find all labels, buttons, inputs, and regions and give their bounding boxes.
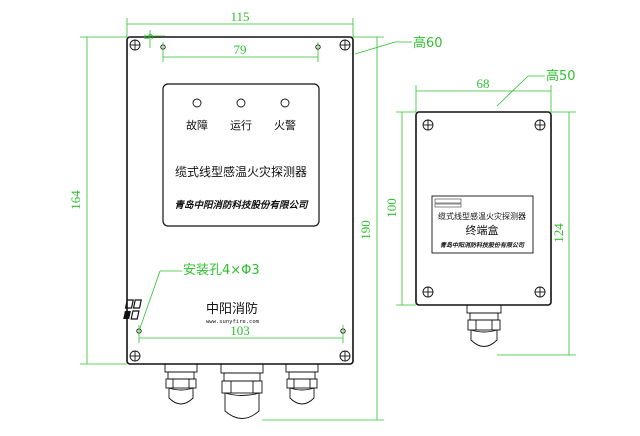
logo-text: 中阳消防 <box>206 301 258 317</box>
terminal-label-plate <box>431 195 534 254</box>
dim-terminal-height-left: 100 <box>384 198 399 218</box>
corner-screw-icon <box>534 119 546 131</box>
product-name: 缆式线型感温火灾探测器 <box>175 164 307 179</box>
company-logo-icon <box>123 299 142 320</box>
main-detector: 故障 运行 火警 缆式线型感温火灾探测器 青岛中阳消防科技股份有限公司 中阳消防… <box>123 36 354 419</box>
dim-main-width: 115 <box>230 9 249 24</box>
website: www.sunyfire.com <box>206 319 260 325</box>
fire-led-icon <box>280 98 290 108</box>
fault-led-icon <box>192 98 202 108</box>
main-dimensions: 115 5 79 164 190 高60 103 安装孔4×Φ3 <box>68 9 443 421</box>
corner-screw-icon <box>129 350 141 362</box>
corner-screw-icon <box>422 286 434 298</box>
corner-screw-icon <box>129 39 141 51</box>
indicator-label-fire: 火警 <box>274 118 296 132</box>
terminal-title: 缆式线型感温火灾探测器 <box>438 211 526 221</box>
front-panel <box>162 83 320 227</box>
terminal-enclosure <box>415 111 552 306</box>
terminal-subtitle: 终端盒 <box>466 223 499 237</box>
dim-height-label: 高60 <box>413 35 443 51</box>
cable-gland-icon <box>466 304 502 347</box>
dim-mount-hole-label: 安装孔4×Φ3 <box>183 263 260 278</box>
indicator-label-fault: 故障 <box>186 118 208 132</box>
cable-gland-icon <box>164 363 198 405</box>
dim-total-height: 164 <box>68 190 83 210</box>
dim-bottom-width: 103 <box>230 323 250 338</box>
run-led-icon <box>236 98 246 108</box>
small-logo-icon <box>434 198 462 208</box>
dim-panel-width: 79 <box>234 42 247 57</box>
cable-gland-icon <box>220 363 264 419</box>
cable-gland-icon <box>285 363 319 405</box>
terminal-company: 青岛中阳消防科技股份有限公司 <box>440 241 525 249</box>
corner-screw-icon <box>339 350 351 362</box>
dim-terminal-height-label: 高50 <box>546 68 576 84</box>
dim-overall-height: 190 <box>358 220 373 240</box>
terminal-box: 缆式线型感温火灾探测器 终端盒 青岛中阳消防科技股份有限公司 <box>415 111 552 347</box>
dim-hole-offset: 5 <box>141 34 156 41</box>
dim-terminal-width: 68 <box>477 76 490 91</box>
corner-screw-icon <box>422 119 434 131</box>
corner-screw-icon <box>339 39 351 51</box>
corner-screw-icon <box>534 286 546 298</box>
indicator-label-run: 运行 <box>230 119 252 132</box>
dim-terminal-height-right: 124 <box>551 223 566 243</box>
terminal-dimensions: 68 高50 100 124 <box>384 68 576 356</box>
company-name: 青岛中阳消防科技股份有限公司 <box>174 199 309 211</box>
